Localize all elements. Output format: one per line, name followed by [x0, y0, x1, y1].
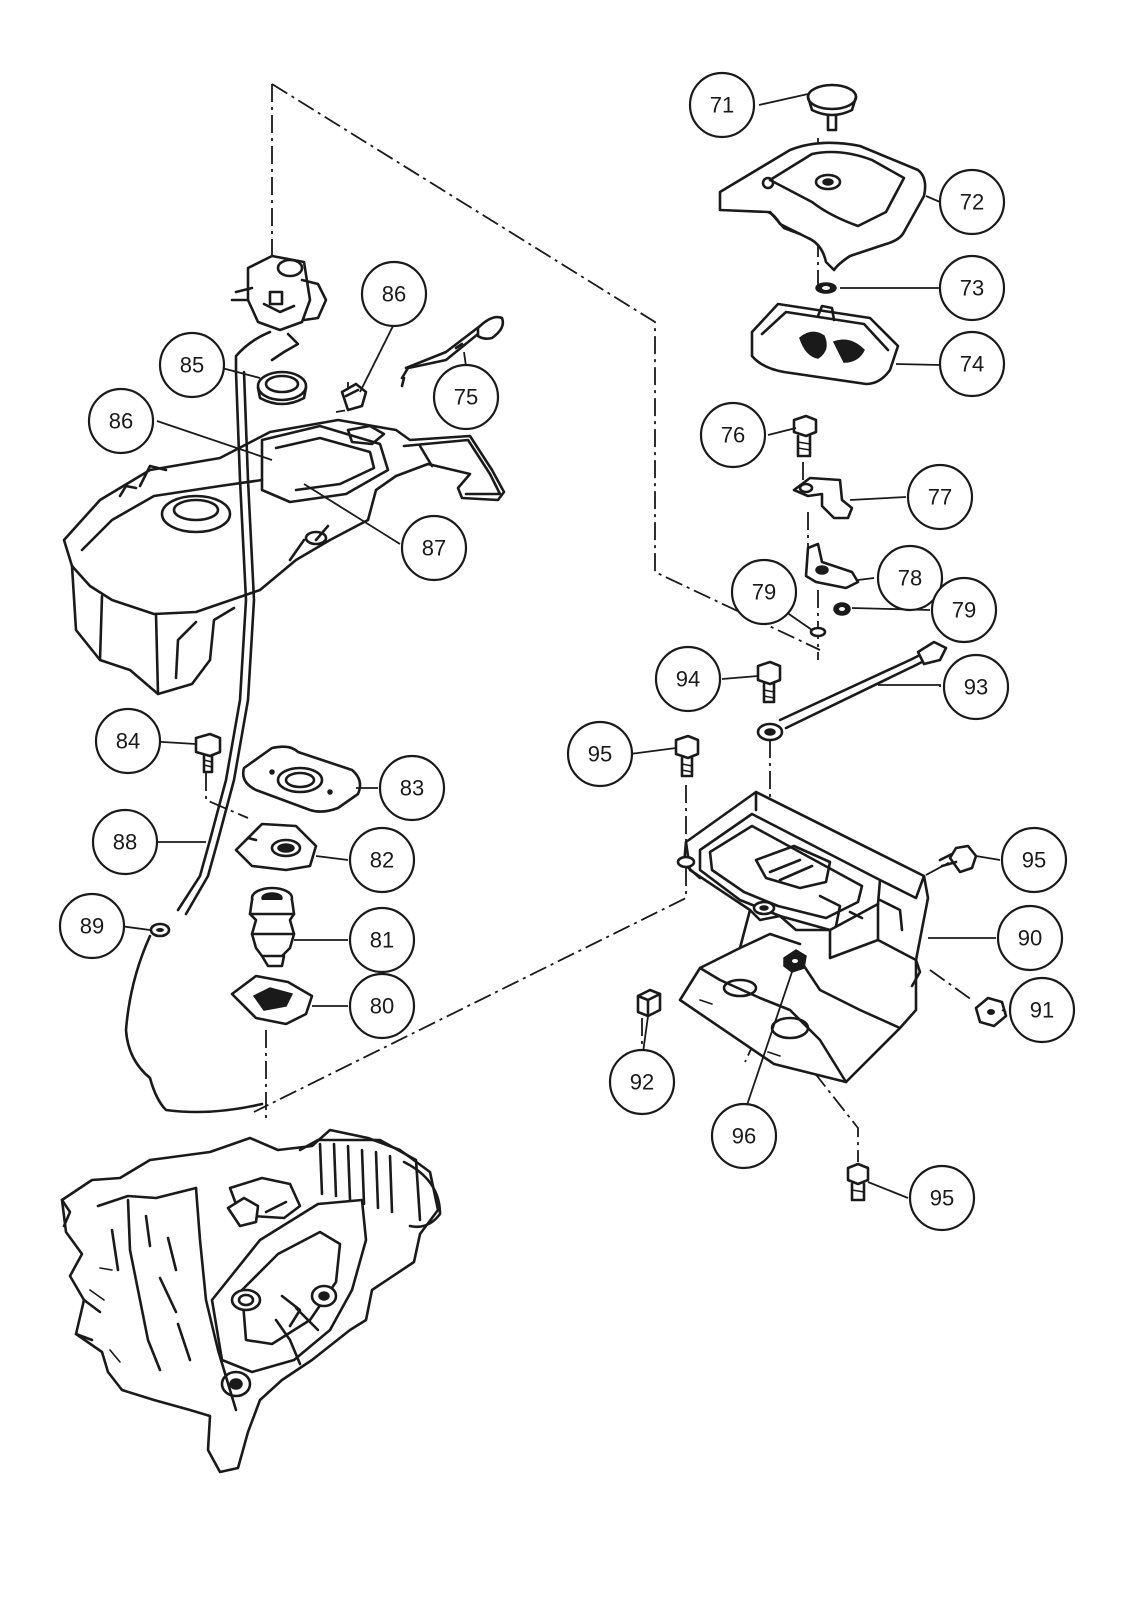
callout-80: 80 [348, 972, 416, 1040]
leader-lines [119, 93, 1007, 1199]
callout-78: 78 [876, 544, 944, 612]
svg-text:78: 78 [898, 566, 922, 591]
svg-text:76: 76 [721, 423, 745, 448]
choke-rod-part-75 [400, 315, 505, 388]
nut-part-92 [636, 988, 662, 1018]
callout-90: 90 [996, 904, 1064, 972]
screw-part-84 [194, 732, 222, 774]
svg-text:73: 73 [960, 276, 984, 301]
intake-boot-part-85 [256, 370, 308, 406]
svg-text:82: 82 [370, 848, 394, 873]
svg-text:93: 93 [964, 675, 988, 700]
callout-75: 75 [432, 363, 500, 431]
nut-part-79 [809, 602, 851, 638]
svg-text:81: 81 [370, 928, 394, 953]
callout-71: 71 [688, 71, 756, 139]
svg-text:86: 86 [109, 409, 133, 434]
top-cover-part-72 [718, 141, 927, 272]
nut-part-91 [974, 996, 1008, 1028]
carburetor [230, 254, 328, 362]
callout-81: 81 [348, 906, 416, 974]
svg-text:79: 79 [752, 580, 776, 605]
flange-part-82 [234, 822, 318, 872]
callout-95-bottom: 95 [908, 1164, 976, 1232]
gasket-part-83 [241, 745, 362, 813]
bracket-part-77 [792, 476, 854, 520]
plate-part-78 [804, 542, 860, 590]
callout-84: 84 [94, 707, 162, 775]
callout-91: 91 [1008, 976, 1076, 1044]
screw-part-94 [756, 660, 782, 704]
svg-text:80: 80 [370, 994, 394, 1019]
callout-89: 89 [58, 892, 126, 960]
callout-74: 74 [938, 330, 1006, 398]
engine-crankcase [60, 1128, 442, 1474]
callout-76: 76 [699, 401, 767, 469]
svg-text:79: 79 [952, 598, 976, 623]
screw-part-95 [674, 734, 700, 778]
svg-text:85: 85 [180, 353, 204, 378]
svg-text:88: 88 [113, 830, 137, 855]
air-box-housing [62, 418, 506, 696]
callout-86-lower: 86 [87, 387, 155, 455]
callout-79-right: 79 [930, 576, 998, 644]
callout-72: 72 [938, 168, 1006, 236]
callout-85: 85 [158, 331, 226, 399]
svg-text:77: 77 [928, 485, 952, 510]
knob-part-71 [806, 83, 858, 132]
callout-92: 92 [608, 1048, 676, 1116]
callout-94: 94 [654, 645, 722, 713]
svg-text:83: 83 [400, 776, 424, 801]
svg-text:95: 95 [930, 1186, 954, 1211]
insulator-part-81 [248, 886, 296, 968]
svg-text:89: 89 [80, 914, 104, 939]
gasket-part-80 [230, 974, 314, 1026]
svg-text:94: 94 [676, 667, 700, 692]
callout-95-left: 95 [566, 720, 634, 788]
fuel-line-part-88 [176, 330, 272, 916]
screw-part-95-side [938, 844, 978, 874]
nut-part-96 [783, 949, 807, 973]
clip-part-89 [124, 922, 264, 1114]
svg-text:96: 96 [732, 1124, 756, 1149]
callout-95-right: 95 [1000, 826, 1068, 894]
svg-text:95: 95 [1022, 848, 1046, 873]
callout-73: 73 [938, 254, 1006, 322]
callout-79-left: 79 [730, 558, 798, 626]
washer-part-73 [815, 282, 837, 294]
callout-83: 83 [378, 754, 446, 822]
callout-93: 93 [942, 653, 1010, 721]
svg-text:86: 86 [382, 282, 406, 307]
bolt-part-76 [792, 414, 818, 458]
screw-part-95-bottom [846, 1162, 870, 1202]
callout-82: 82 [348, 826, 416, 894]
svg-text:91: 91 [1030, 998, 1054, 1023]
svg-text:72: 72 [960, 190, 984, 215]
svg-text:71: 71 [710, 93, 734, 118]
filter-element-part-74 [750, 302, 900, 386]
svg-text:87: 87 [422, 536, 446, 561]
svg-text:75: 75 [454, 385, 478, 410]
svg-text:92: 92 [630, 1070, 654, 1095]
svg-text:74: 74 [960, 352, 984, 377]
svg-text:84: 84 [116, 729, 140, 754]
callout-88: 88 [91, 808, 159, 876]
housing-part-90 [676, 790, 930, 1084]
svg-text:95: 95 [588, 742, 612, 767]
callout-86-upper: 86 [360, 260, 428, 328]
callout-96: 96 [710, 1102, 778, 1170]
svg-text:90: 90 [1018, 926, 1042, 951]
callout-77: 77 [906, 463, 974, 531]
cable-part-93 [756, 640, 948, 742]
callout-87: 87 [400, 514, 468, 582]
